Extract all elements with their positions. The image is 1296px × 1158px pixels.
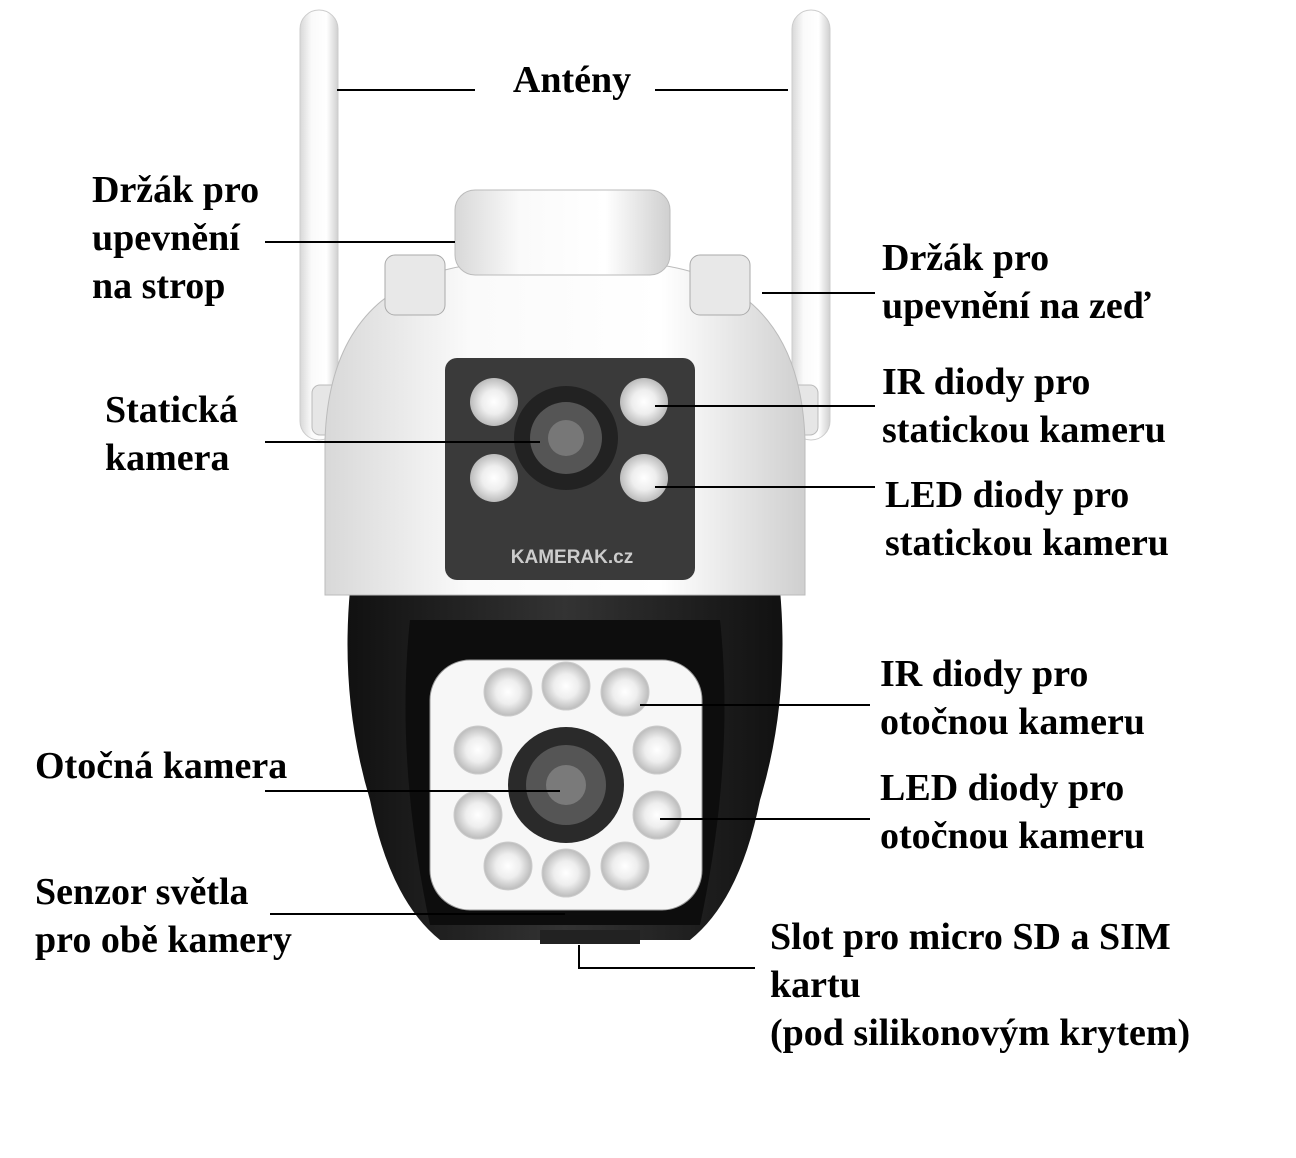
sd-slot-cover	[540, 930, 640, 944]
static-camera-leds	[470, 378, 668, 502]
label-wall-mount: Držák pro upevnění na zeď	[882, 234, 1151, 330]
label-line: otočnou kameru	[880, 815, 1145, 857]
wall-bracket-right	[689, 254, 751, 316]
label-text: Antény	[512, 59, 632, 101]
ceiling-mount	[454, 189, 671, 276]
label-ir-static: IR diody pro statickou kameru	[882, 358, 1166, 454]
label-sd-slot: Slot pro micro SD a SIM kartu (pod silik…	[770, 913, 1190, 1057]
label-line: Senzor světla	[35, 871, 249, 913]
leader-line-antenna-left	[337, 89, 475, 91]
leader-line-sd-vertical	[578, 945, 580, 968]
label-led-static: LED diody pro statickou kameru	[885, 471, 1169, 567]
leader-line-ir-rotating	[640, 704, 870, 706]
label-line: pro obě kamery	[35, 919, 292, 961]
wall-bracket-left	[384, 254, 446, 316]
label-line: kamera	[105, 437, 230, 479]
label-line: kartu	[770, 964, 861, 1006]
label-line: LED diody pro	[885, 474, 1130, 516]
leader-line-led-static	[655, 486, 875, 488]
brand-logo: KAMERAK.cz	[511, 547, 633, 568]
static-camera-lens	[514, 386, 618, 490]
label-light-sensor: Senzor světla pro obě kamery	[35, 868, 292, 964]
rotating-camera-leds	[453, 661, 682, 898]
leader-line-led-rotating	[660, 818, 870, 820]
rotating-camera-lens	[508, 727, 624, 843]
label-antennas: Antény	[0, 56, 1144, 104]
label-rotating-camera: Otočná kamera	[35, 742, 287, 790]
label-line: (pod silikonovým krytem)	[770, 1012, 1191, 1054]
label-ceiling-mount: Držák pro upevnění na strop	[92, 166, 259, 310]
label-line: Držák pro	[882, 237, 1050, 279]
label-line: Držák pro	[92, 169, 260, 211]
leader-line-light-sensor	[270, 913, 565, 915]
leader-line-ir-static	[655, 405, 875, 407]
label-line: upevnění na zeď	[882, 285, 1151, 327]
label-line: LED diody pro	[880, 767, 1125, 809]
label-line: IR diody pro	[882, 361, 1091, 403]
label-static-camera: Statická kamera	[105, 386, 238, 482]
label-line: Otočná kamera	[35, 745, 288, 787]
label-line: otočnou kameru	[880, 701, 1145, 743]
label-line: na strop	[92, 265, 226, 307]
label-line: upevnění	[92, 217, 240, 259]
label-ir-rotating: IR diody pro otočnou kameru	[880, 650, 1145, 746]
leader-line-sd-slot	[578, 967, 755, 969]
leader-line-wall-mount	[762, 292, 875, 294]
leader-line-ceiling-mount	[265, 241, 455, 243]
label-line: IR diody pro	[880, 653, 1089, 695]
label-line: statickou kameru	[885, 522, 1169, 564]
leader-line-antenna-right	[655, 89, 788, 91]
label-line: statickou kameru	[882, 409, 1166, 451]
leader-line-rotating-camera	[265, 790, 560, 792]
label-led-rotating: LED diody pro otočnou kameru	[880, 764, 1145, 860]
label-line: Slot pro micro SD a SIM	[770, 916, 1171, 958]
leader-line-static-camera	[265, 441, 540, 443]
label-line: Statická	[105, 389, 238, 431]
